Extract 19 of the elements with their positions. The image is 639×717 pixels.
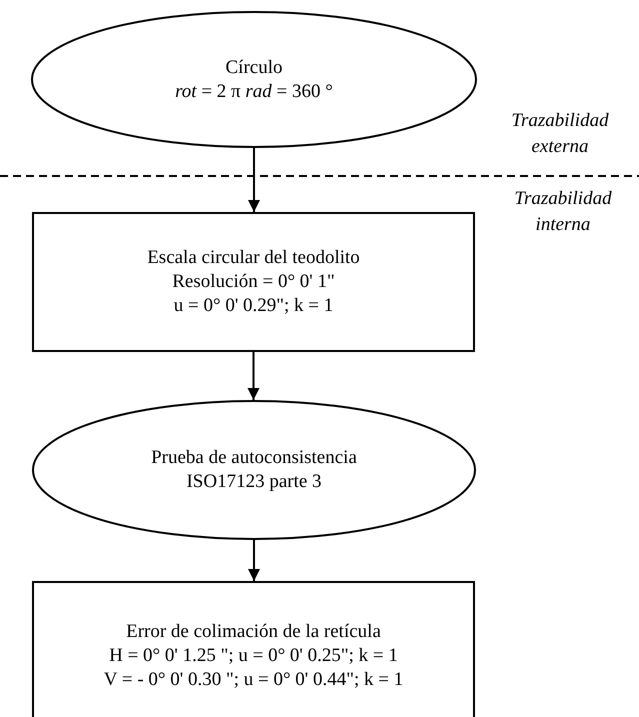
process-box [32, 581, 475, 717]
node-title: Círculo [226, 56, 282, 80]
node-title: Error de colimación de la retícula [126, 620, 381, 644]
arrow [248, 352, 260, 400]
zone-label: Trazabilidad interna [513, 187, 613, 237]
node-text: rot = 2 π rad = 360 ° [175, 80, 333, 104]
arrow [248, 148, 260, 212]
ellipse-node [32, 400, 476, 540]
node-text: u = 0° 0' 0.29"; k = 1 [174, 294, 334, 318]
node-text: H = 0° 0' 1.25 "; u = 0° 0' 0.25"; k = 1 [109, 644, 398, 668]
node-title: Escala circular del teodolito [147, 246, 360, 270]
ellipse-node [31, 11, 477, 148]
zone-label: Trazabilidad externa [510, 109, 610, 159]
node-text: V = - 0° 0' 0.30 "; u = 0° 0' 0.44"; k = 1 [104, 668, 404, 692]
node-text: ISO17123 parte 3 [186, 470, 322, 494]
arrow [248, 540, 260, 581]
node-text: Resolución = 0° 0' 1" [172, 270, 335, 294]
node-title: Prueba de autoconsistencia [151, 446, 357, 470]
process-box [32, 212, 475, 352]
